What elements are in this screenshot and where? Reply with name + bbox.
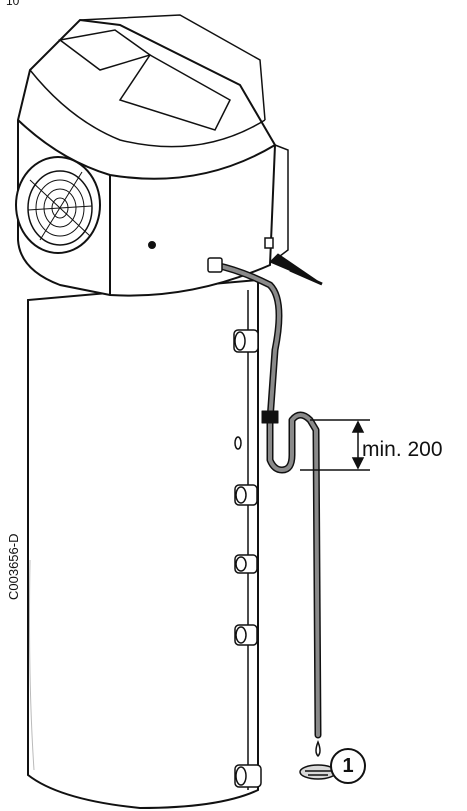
dimension-marker bbox=[300, 419, 370, 471]
fan-grille bbox=[15, 156, 101, 254]
reference-code: C003656-D bbox=[6, 533, 21, 601]
tank-body bbox=[27, 278, 259, 810]
insertion-arrow bbox=[269, 253, 323, 286]
callout-number: 1 bbox=[330, 748, 366, 784]
corner-text: 10 bbox=[6, 0, 20, 8]
drain-funnel bbox=[299, 739, 337, 780]
pipe-fittings bbox=[233, 329, 262, 788]
min-distance-label: min. 200 bbox=[362, 438, 443, 461]
hose-connector bbox=[207, 237, 274, 273]
condensate-hose bbox=[211, 261, 322, 739]
